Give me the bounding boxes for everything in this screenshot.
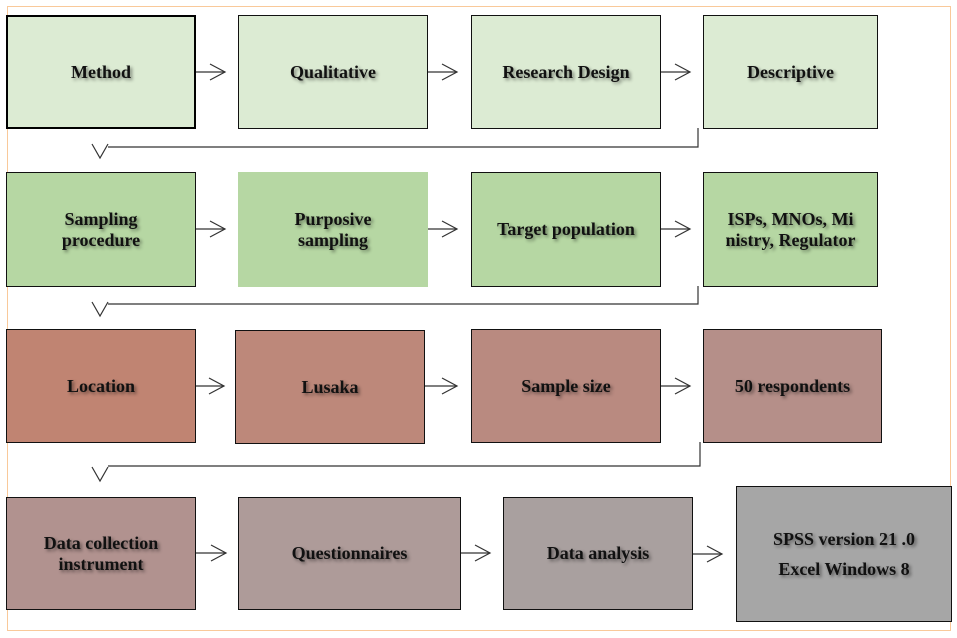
arrow-right-icon: [692, 545, 724, 563]
box-target-population: Target population: [471, 172, 661, 287]
diagram-frame: [7, 6, 951, 631]
box-location: Location: [6, 329, 196, 443]
box-label: 50 respondents: [734, 375, 851, 396]
arrow-right-icon: [660, 377, 692, 395]
box-label: Descriptive: [747, 61, 834, 82]
arrow-right-icon: [195, 377, 226, 395]
arrow-right-icon: [460, 544, 492, 562]
box-data-collection-instrument: Data collection instrument: [6, 497, 196, 610]
box-purposive-sampling: Purposive sampling: [238, 172, 428, 287]
arrow-right-icon: [195, 544, 228, 562]
arrow-right-icon: [427, 63, 459, 81]
box-label: Sample size: [521, 375, 611, 396]
box-research-design: Research Design: [471, 15, 661, 129]
box-label: Qualitative: [290, 61, 376, 82]
box-50-respondents: 50 respondents: [703, 329, 882, 443]
box-method: Method: [6, 15, 196, 129]
arrow-right-icon: [427, 220, 459, 238]
arrow-right-icon: [660, 220, 692, 238]
box-spss-excel: SPSS version 21 .0 Excel Windows 8: [736, 486, 952, 622]
box-label: Location: [66, 375, 135, 396]
arrow-right-icon: [424, 377, 459, 395]
arrow-right-icon: [195, 63, 227, 81]
wrap-connector-1: [91, 128, 699, 160]
wrap-connector-2: [91, 286, 699, 318]
box-sampling-procedure: Sampling procedure: [6, 172, 196, 287]
box-label: Questionnaires: [291, 543, 408, 563]
box-qualitative: Qualitative: [238, 15, 428, 129]
box-label: Research Design: [502, 61, 630, 82]
box-label: Data analysis: [546, 543, 650, 563]
box-descriptive: Descriptive: [703, 15, 878, 129]
box-label: Data collection instrument: [43, 532, 159, 574]
box-label: SPSS version 21 .0 Excel Windows 8: [772, 529, 916, 579]
box-label: Purposive sampling: [294, 208, 372, 250]
arrow-right-icon: [660, 63, 692, 81]
box-label: Target population: [497, 219, 635, 239]
box-data-analysis: Data analysis: [503, 497, 693, 610]
box-label: Sampling procedure: [61, 208, 141, 250]
box-questionnaires: Questionnaires: [238, 497, 461, 610]
wrap-connector-3: [91, 442, 701, 483]
box-label: Lusaka: [301, 376, 359, 397]
box-label: ISPs, MNOs, Mi nistry, Regulator: [725, 208, 856, 250]
box-label: Method: [71, 61, 131, 82]
arrow-right-icon: [195, 220, 227, 238]
box-lusaka: Lusaka: [235, 330, 425, 444]
box-isps-mnos: ISPs, MNOs, Mi nistry, Regulator: [703, 172, 878, 287]
box-sample-size: Sample size: [471, 329, 661, 443]
